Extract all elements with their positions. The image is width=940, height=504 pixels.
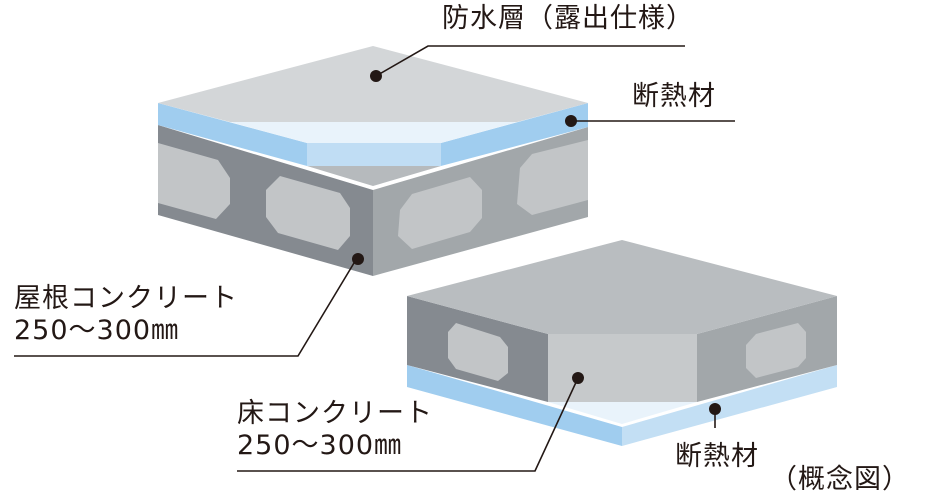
roof-void-1 [158,143,230,219]
label-roof-concrete-thickness: 250～300㎜ [14,315,180,346]
dot-waterproof [370,70,382,82]
roof-waterproof-surface [158,46,588,122]
dot-insulation-top [565,115,577,127]
leader-lines [14,45,735,472]
floor-insulation-top [548,402,697,424]
dot-roof-concrete [352,253,364,265]
label-roof-concrete: 屋根コンクリート [14,283,238,314]
roof-concrete-top-edge [307,166,441,186]
leader-roof-concrete [14,257,358,357]
floor-insulation-left [407,365,622,446]
roof-void-4 [517,140,588,215]
roof-insulation-right [441,103,588,166]
leader-waterproof [375,45,685,77]
roof-void-3 [398,177,482,249]
caption-conceptual-diagram: （概念図） [770,464,910,495]
dot-floor-concrete [572,372,584,384]
floor-void-2 [746,323,806,378]
dot-insulation-bottom [709,403,721,415]
floor-concrete-front-face [548,334,697,402]
floor-void-1 [448,323,508,381]
leader-floor-concrete [237,377,579,472]
roof-insulation-front [307,143,441,166]
roof-slab [158,46,588,276]
roof-insulation-top [230,122,517,143]
label-floor-concrete: 床コンクリート [237,398,433,429]
floor-concrete-top [407,240,837,334]
label-insulation-bottom: 断熱材 [675,441,759,472]
floor-insulation-right [622,365,837,446]
roof-void-2 [266,176,350,250]
floor-slab [407,240,837,446]
label-floor-concrete-thickness: 250～300㎜ [237,430,403,461]
roof-insulation-left [158,103,307,166]
label-waterproof-layer: 防水層（露出仕様） [442,3,694,34]
label-insulation-top: 断熱材 [632,81,716,112]
leader-dots [352,70,721,415]
